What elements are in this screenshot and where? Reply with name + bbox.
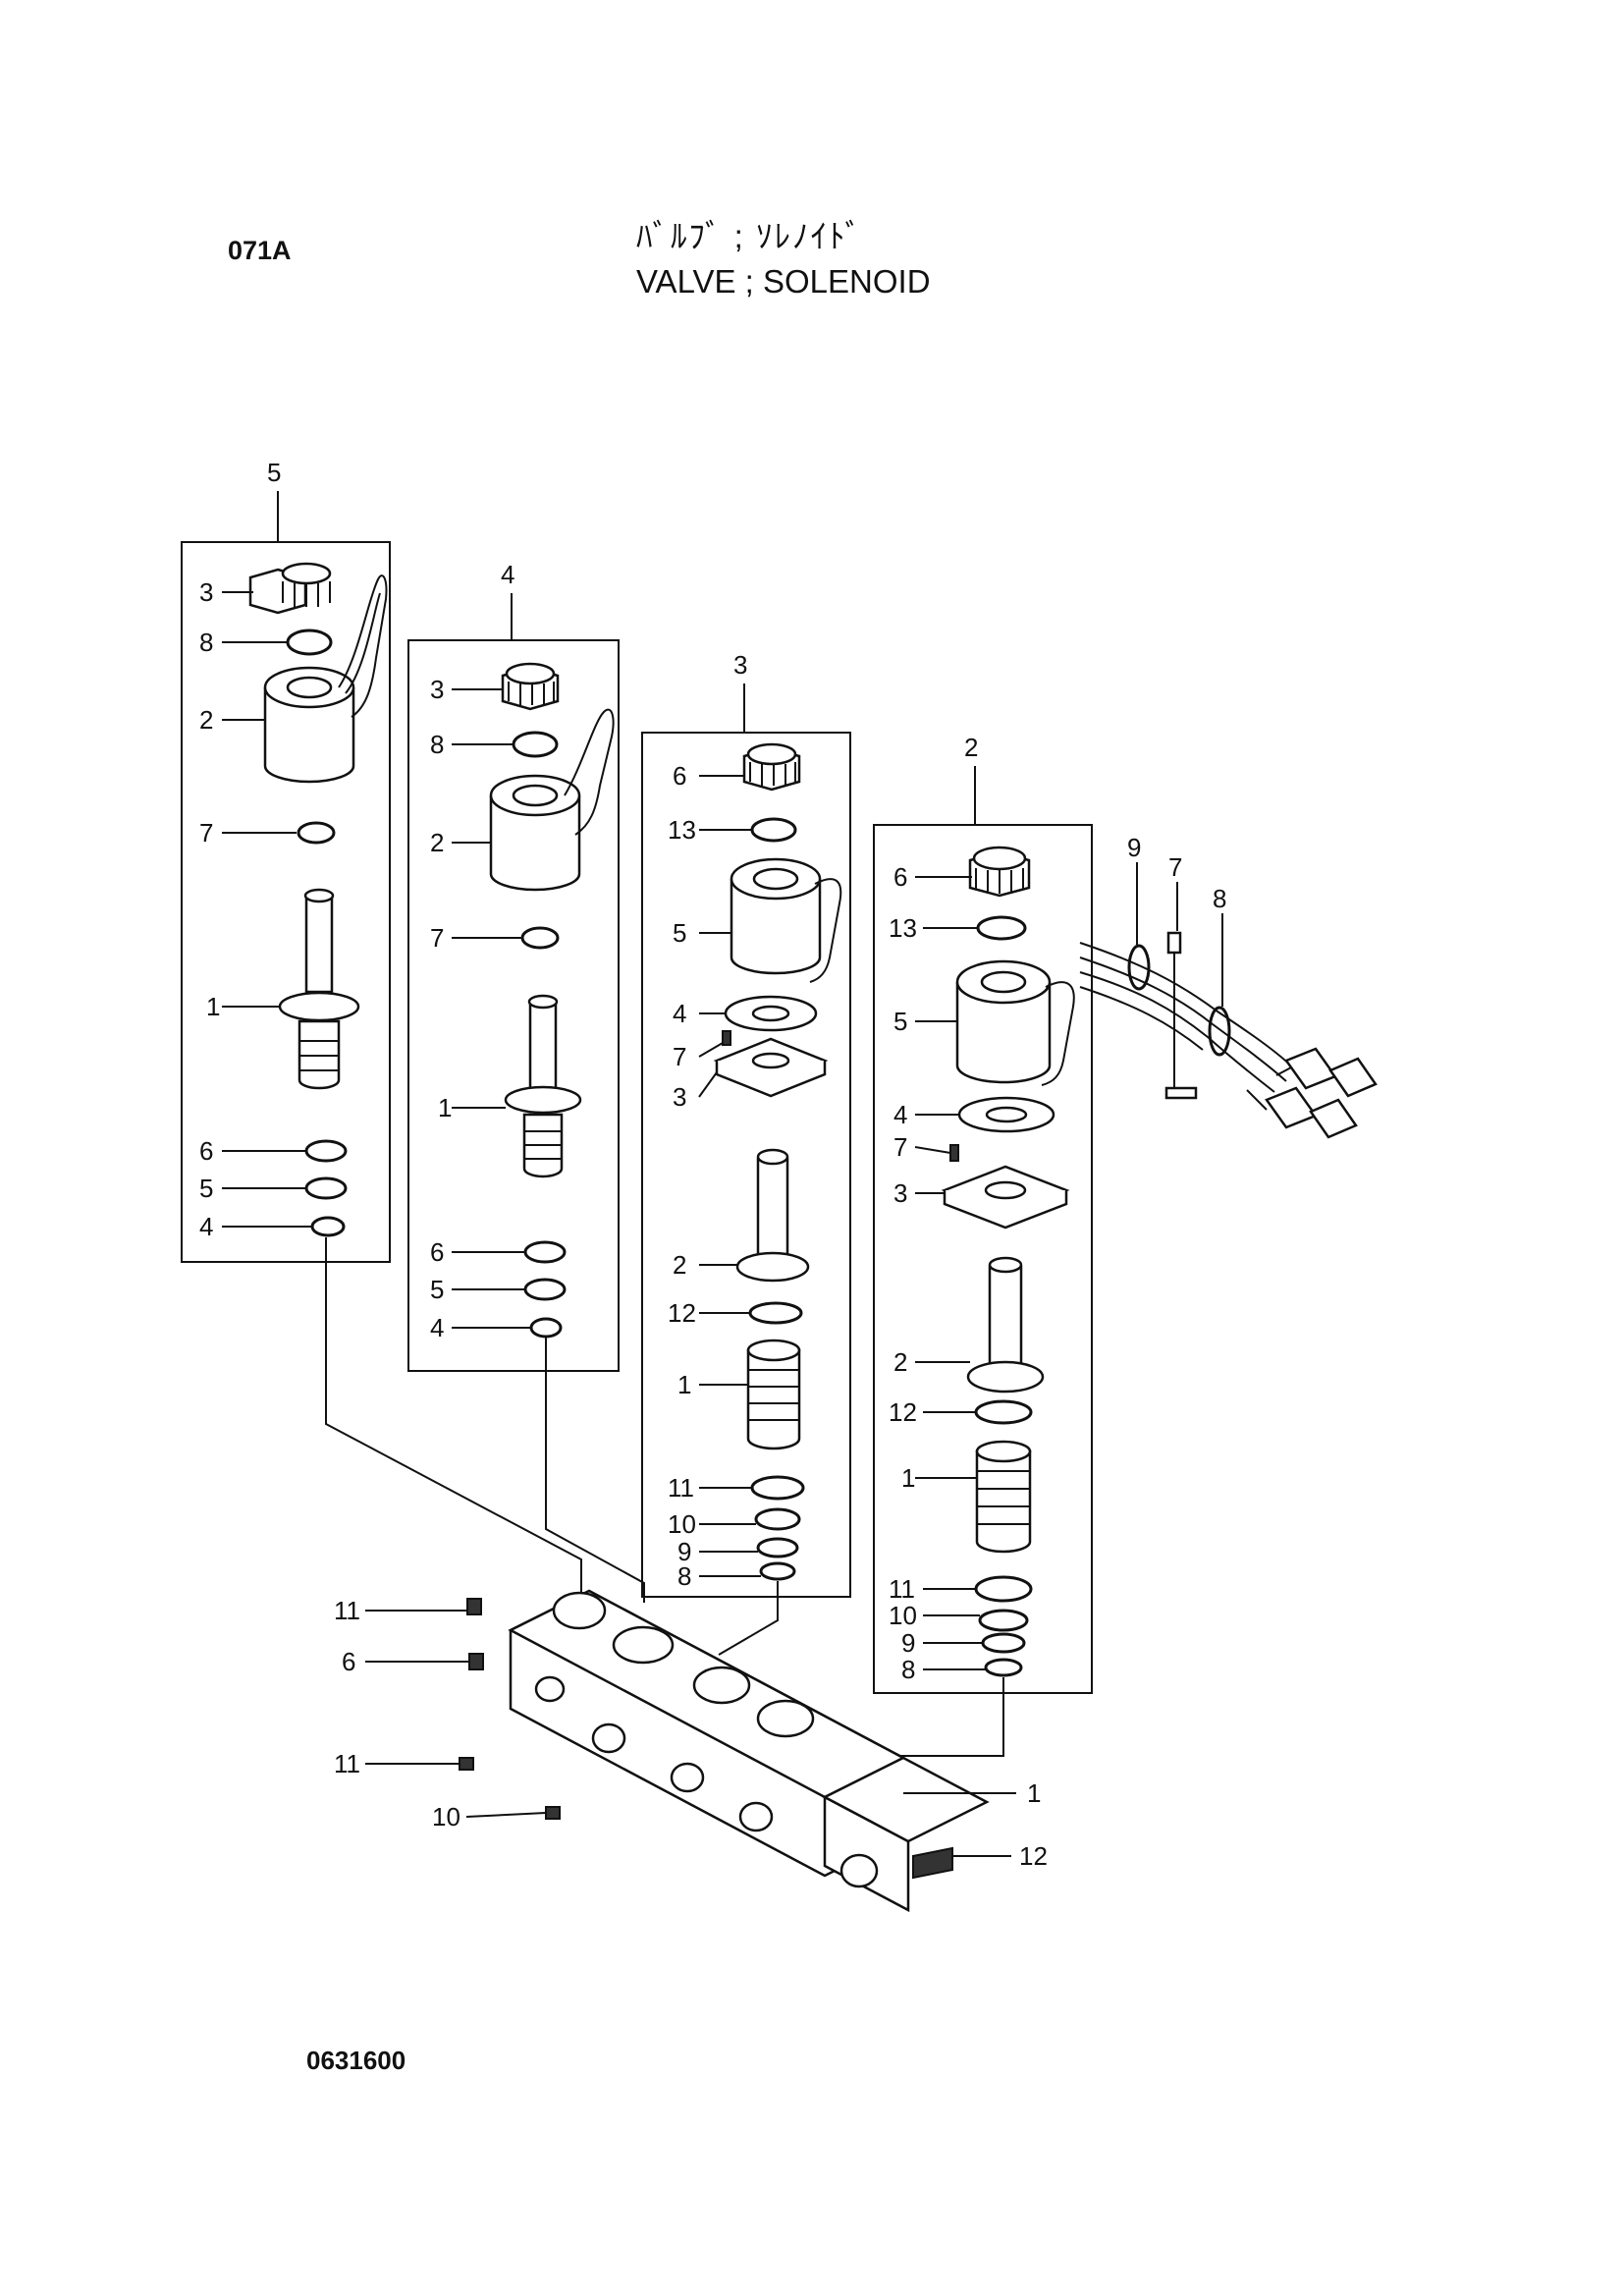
- svg-text:11: 11: [334, 1749, 360, 1778]
- svg-text:7: 7: [1168, 852, 1182, 882]
- body-callouts: 11 6 11 10 1 12: [334, 1596, 1048, 1871]
- svg-text:11: 11: [334, 1596, 360, 1625]
- wiring-harness: 9 7 8: [1079, 833, 1378, 1139]
- svg-text:1: 1: [677, 1370, 691, 1399]
- svg-text:10: 10: [668, 1509, 696, 1539]
- svg-text:8: 8: [1213, 884, 1226, 913]
- svg-text:2: 2: [673, 1250, 686, 1280]
- assembly-3: 3 6 13 5 4 7 3 2: [641, 650, 851, 1598]
- svg-text:8: 8: [430, 730, 444, 759]
- svg-text:5: 5: [893, 1007, 907, 1036]
- assembly-4: 4 3 8 2 7 1 6 5 4: [407, 560, 620, 1372]
- svg-text:4: 4: [430, 1313, 444, 1342]
- svg-text:1: 1: [1027, 1778, 1041, 1808]
- svg-text:8: 8: [901, 1655, 915, 1684]
- svg-text:7: 7: [893, 1132, 907, 1162]
- title-english: VALVE ; SOLENOID: [636, 263, 931, 300]
- svg-text:4: 4: [893, 1100, 907, 1129]
- svg-text:1: 1: [901, 1463, 915, 1493]
- svg-text:7: 7: [673, 1042, 686, 1071]
- svg-text:12: 12: [889, 1397, 917, 1427]
- svg-text:2: 2: [430, 828, 444, 857]
- assembly-4-frame: [407, 639, 620, 1372]
- svg-text:7: 7: [430, 923, 444, 953]
- svg-text:6: 6: [430, 1237, 444, 1267]
- name-plate: [912, 1846, 953, 1880]
- assembly-ref-2: 2: [964, 733, 978, 762]
- svg-text:10: 10: [889, 1601, 917, 1630]
- screw: [1166, 931, 1182, 955]
- svg-text:4: 4: [673, 999, 686, 1028]
- svg-text:2: 2: [199, 705, 213, 735]
- document-code: 0631600: [306, 2046, 406, 2075]
- svg-text:11: 11: [668, 1473, 694, 1503]
- svg-text:11: 11: [889, 1574, 915, 1604]
- svg-text:13: 13: [889, 913, 917, 943]
- svg-text:3: 3: [430, 675, 444, 704]
- svg-text:6: 6: [673, 761, 686, 791]
- cable-clamp: [1127, 944, 1151, 991]
- svg-text:4: 4: [199, 1212, 213, 1241]
- svg-text:5: 5: [430, 1275, 444, 1304]
- assembly-2-callouts: 6 13 5 4 7 3 2 12 1 11 10 9 8: [889, 862, 986, 1684]
- assembly-4-callouts: 3 8 2 7 1 6 5 4: [430, 675, 531, 1342]
- valve-body: 11 6 11 10 1 12: [334, 1589, 1048, 1913]
- svg-text:3: 3: [893, 1178, 907, 1208]
- assembly-5: 5 3 8 2 7 1 6 5: [181, 458, 391, 1263]
- svg-text:12: 12: [1019, 1841, 1048, 1871]
- svg-text:1: 1: [438, 1093, 452, 1122]
- svg-text:9: 9: [1127, 833, 1141, 862]
- svg-text:5: 5: [673, 918, 686, 948]
- svg-text:3: 3: [199, 577, 213, 607]
- harness-callouts: 9 7 8: [1127, 833, 1226, 1007]
- assembly-ref-5: 5: [267, 458, 281, 487]
- svg-text:6: 6: [199, 1136, 213, 1166]
- assembly-3-callouts: 6 13 5 4 7 3 2 12 1 11 10 9 8: [668, 761, 761, 1591]
- svg-text:10: 10: [432, 1802, 460, 1831]
- solenoid-coil: [263, 687, 355, 784]
- valve-cartridge: [304, 897, 334, 994]
- svg-text:12: 12: [668, 1298, 696, 1328]
- o-ring: [286, 629, 333, 656]
- svg-text:9: 9: [901, 1628, 915, 1658]
- svg-text:13: 13: [668, 815, 696, 845]
- svg-text:8: 8: [677, 1561, 691, 1591]
- svg-text:8: 8: [199, 628, 213, 657]
- title-japanese: ﾊﾞﾙﾌﾞ ; ｿﾚﾉｲﾄﾞ: [636, 218, 864, 254]
- svg-text:5: 5: [199, 1174, 213, 1203]
- svg-text:2: 2: [893, 1347, 907, 1377]
- svg-text:3: 3: [673, 1082, 686, 1112]
- svg-text:1: 1: [206, 992, 220, 1021]
- assembly-5-frame: [181, 541, 391, 1263]
- page-code: 071A: [228, 236, 292, 265]
- svg-text:6: 6: [342, 1647, 355, 1676]
- assembly-3-frame: [641, 732, 851, 1598]
- svg-text:7: 7: [199, 818, 213, 847]
- assembly-2: 2 6 13 5 4 7 3 2: [873, 733, 1093, 1694]
- assembly-ref-3: 3: [733, 650, 747, 680]
- svg-text:6: 6: [893, 862, 907, 892]
- connector: [1284, 1047, 1337, 1090]
- assembly-ref-4: 4: [501, 560, 514, 589]
- svg-text:9: 9: [677, 1537, 691, 1566]
- assembly-2-frame: [873, 824, 1093, 1694]
- assembly-5-callouts: 3 8 2 7 1 6 5 4: [199, 577, 311, 1241]
